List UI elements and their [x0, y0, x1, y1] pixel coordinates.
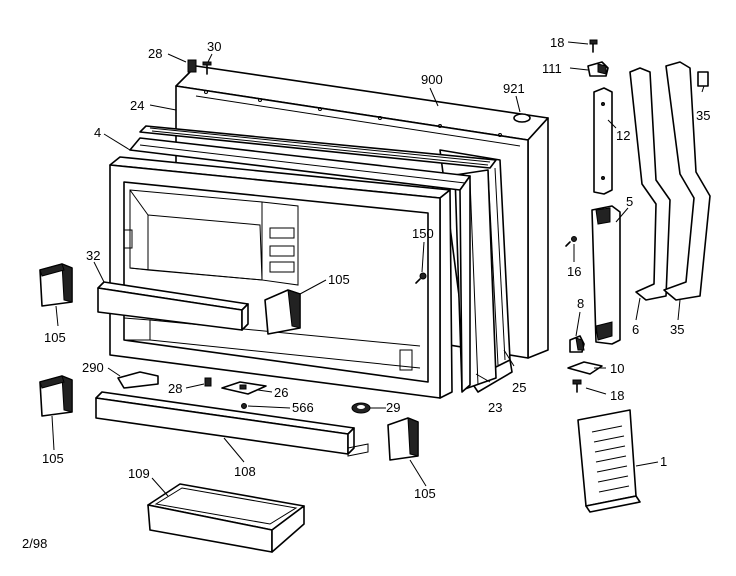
callout-1: 1 [660, 454, 667, 469]
callout-28-mid: 28 [168, 381, 182, 396]
callout-18-bot: 18 [610, 388, 624, 403]
callout-30: 30 [207, 39, 221, 54]
callout-566: 566 [292, 400, 314, 415]
part-290-block [117, 371, 159, 389]
part-109-bin [147, 483, 305, 553]
inner-door-liner [109, 156, 453, 399]
part-12-hinge-plate [593, 87, 613, 195]
part-150-screw [415, 272, 427, 284]
part-105-bracket-left-bot [39, 375, 73, 417]
part-4-door-frame [129, 137, 471, 393]
part-111-clip [587, 61, 609, 77]
callout-26: 26 [274, 385, 288, 400]
callout-900: 900 [421, 72, 443, 87]
callout-28-top: 28 [148, 46, 162, 61]
callout-109: 109 [128, 466, 150, 481]
part-8-block [569, 335, 585, 353]
part-32-shelf-bar [97, 281, 249, 331]
callout-105-left-top: 105 [44, 330, 66, 345]
callout-32: 32 [86, 248, 100, 263]
part-105-bracket-left-top [39, 263, 73, 307]
callout-12: 12 [616, 128, 630, 143]
part-921-plug [513, 113, 531, 123]
callout-111: 111 [542, 61, 562, 76]
part-35-hinge-arm [663, 61, 711, 301]
part-26-plate [221, 381, 267, 395]
part-29-grommet [351, 402, 371, 414]
part-18-screw-top [589, 39, 598, 53]
callout-105-mid: 105 [328, 272, 350, 287]
part-105-bracket-mid [264, 289, 301, 335]
callout-25: 25 [512, 380, 526, 395]
callout-23: 23 [488, 400, 502, 415]
part-30-screw [202, 61, 212, 75]
part-16-screw [565, 236, 577, 247]
date-code: 2/98 [22, 536, 47, 551]
callout-16: 16 [567, 264, 581, 279]
part-6-hinge-arm [629, 67, 671, 301]
part-18-screw-bot [572, 379, 582, 393]
callout-labels: 28 30 900 921 24 4 18 111 35 12 5 16 8 6… [22, 35, 710, 551]
callout-29: 29 [386, 400, 400, 415]
callout-150: 150 [412, 226, 434, 241]
part-108-long-bar [95, 391, 369, 457]
part-10-clip [567, 361, 603, 375]
part-5-hinge-bracket [591, 205, 621, 345]
callout-105-left-bot: 105 [42, 451, 64, 466]
callout-105-right: 105 [414, 486, 436, 501]
callout-10: 10 [610, 361, 624, 376]
part-1-manual [577, 409, 641, 513]
part-35-tab [697, 71, 709, 87]
part-105-bracket-right [387, 417, 419, 461]
callout-35-top: 35 [696, 108, 710, 123]
callout-290: 290 [82, 360, 104, 375]
part-28-screw-mid [204, 377, 212, 387]
part-566-screw [241, 403, 247, 409]
callout-18-top: 18 [550, 35, 564, 50]
callout-4: 4 [94, 125, 101, 140]
part-28-screw-top [187, 59, 197, 73]
part-24-strip [139, 125, 497, 169]
callout-921: 921 [503, 81, 525, 96]
callout-108: 108 [234, 464, 256, 479]
leader-lines [51, 41, 705, 497]
callout-6: 6 [632, 322, 639, 337]
callout-35-bot: 35 [670, 322, 684, 337]
callout-24: 24 [130, 98, 144, 113]
callout-5: 5 [626, 194, 633, 209]
callout-8: 8 [577, 296, 584, 311]
